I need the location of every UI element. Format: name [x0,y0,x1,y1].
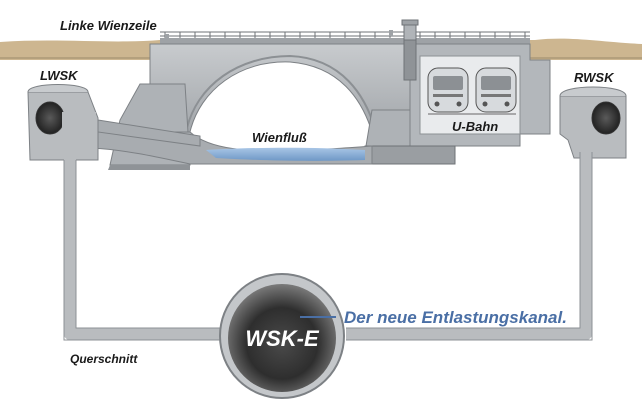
caption-label: Der neue Entlastungskanal. [344,308,567,327]
left-channel-label: LWSK [40,68,79,83]
tunnel-label: WSK-E [245,326,320,351]
section-label: Querschnitt [70,352,138,366]
inflow-pipe [97,119,201,147]
right-channel-label: RWSK [574,70,615,85]
left-sewer-channel [27,84,99,161]
connection-pipes [64,150,592,340]
river-label: Wienfluß [252,130,307,145]
subway-train-right [475,67,517,113]
street-label: Linke Wienzeile [60,18,157,33]
subway-tunnel [364,39,551,165]
bridge [160,19,530,44]
right-sewer-channel [559,86,627,159]
connection-pipe-outlines [63,152,593,341]
subway-label: U-Bahn [452,119,498,134]
subway-train-left [427,67,469,113]
wsk-e-tunnel [219,273,345,399]
